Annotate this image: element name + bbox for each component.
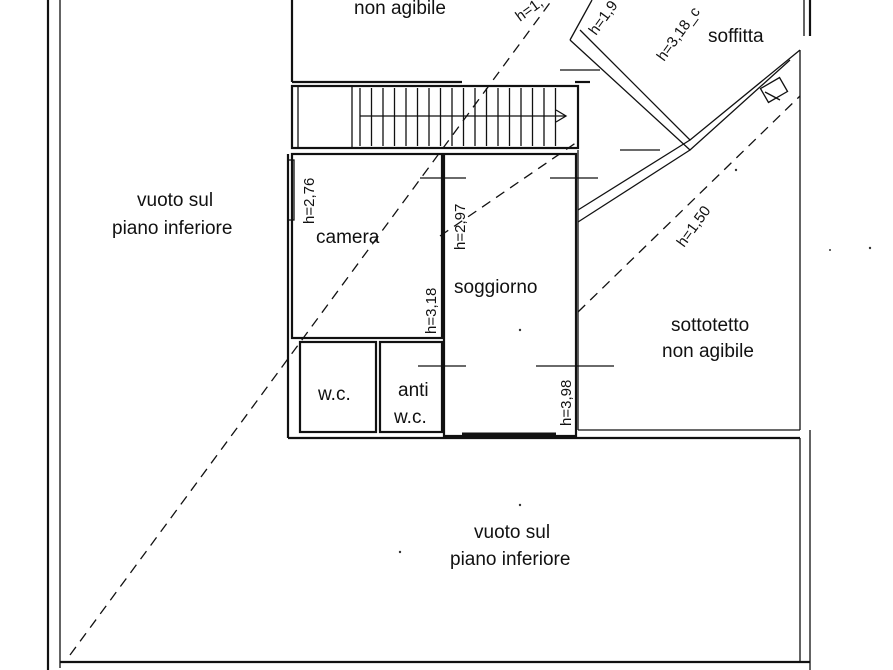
height-sottotetto: h=1,50 (673, 203, 714, 250)
roof-diagonals (69, 0, 801, 656)
label-vuoto-bottom-1: vuoto sul (474, 522, 550, 543)
label-vuoto-left-1: vuoto sul (137, 190, 213, 211)
room-walls (286, 50, 801, 440)
label-soggiorno: soggiorno (454, 277, 537, 298)
top-room-walls (290, 0, 801, 151)
scan-specks (398, 168, 872, 554)
label-vuoto-bottom-2: piano inferiore (450, 549, 570, 570)
label-top-non-agibile: non agibile (354, 0, 446, 19)
label-sottotetto-2: non agibile (662, 341, 754, 362)
height-camera: h=2,76 (301, 178, 318, 224)
label-vuoto-left-2: piano inferiore (112, 218, 232, 239)
label-sottotetto-1: sottotetto (671, 315, 749, 336)
height-soggiorno-a: h=2,97 (452, 204, 469, 250)
label-anti: anti (398, 380, 429, 401)
label-wc: w.c. (317, 384, 351, 405)
label-soffitta: soffitta (708, 26, 764, 47)
height-soffitta-b: h=3,18_c (653, 4, 704, 65)
label-anti-wc: w.c. (393, 407, 427, 428)
section-marks (418, 69, 660, 367)
height-soggiorno-c: h=3,98 (558, 380, 575, 426)
height-soffitta-a: h=1,9 (585, 0, 621, 38)
height-top-diagonal: h=1, (512, 0, 546, 25)
label-camera: camera (316, 227, 380, 248)
outer-boundary (46, 0, 812, 670)
staircase (290, 84, 580, 150)
height-soggiorno-b: h=3,18 (423, 288, 440, 334)
